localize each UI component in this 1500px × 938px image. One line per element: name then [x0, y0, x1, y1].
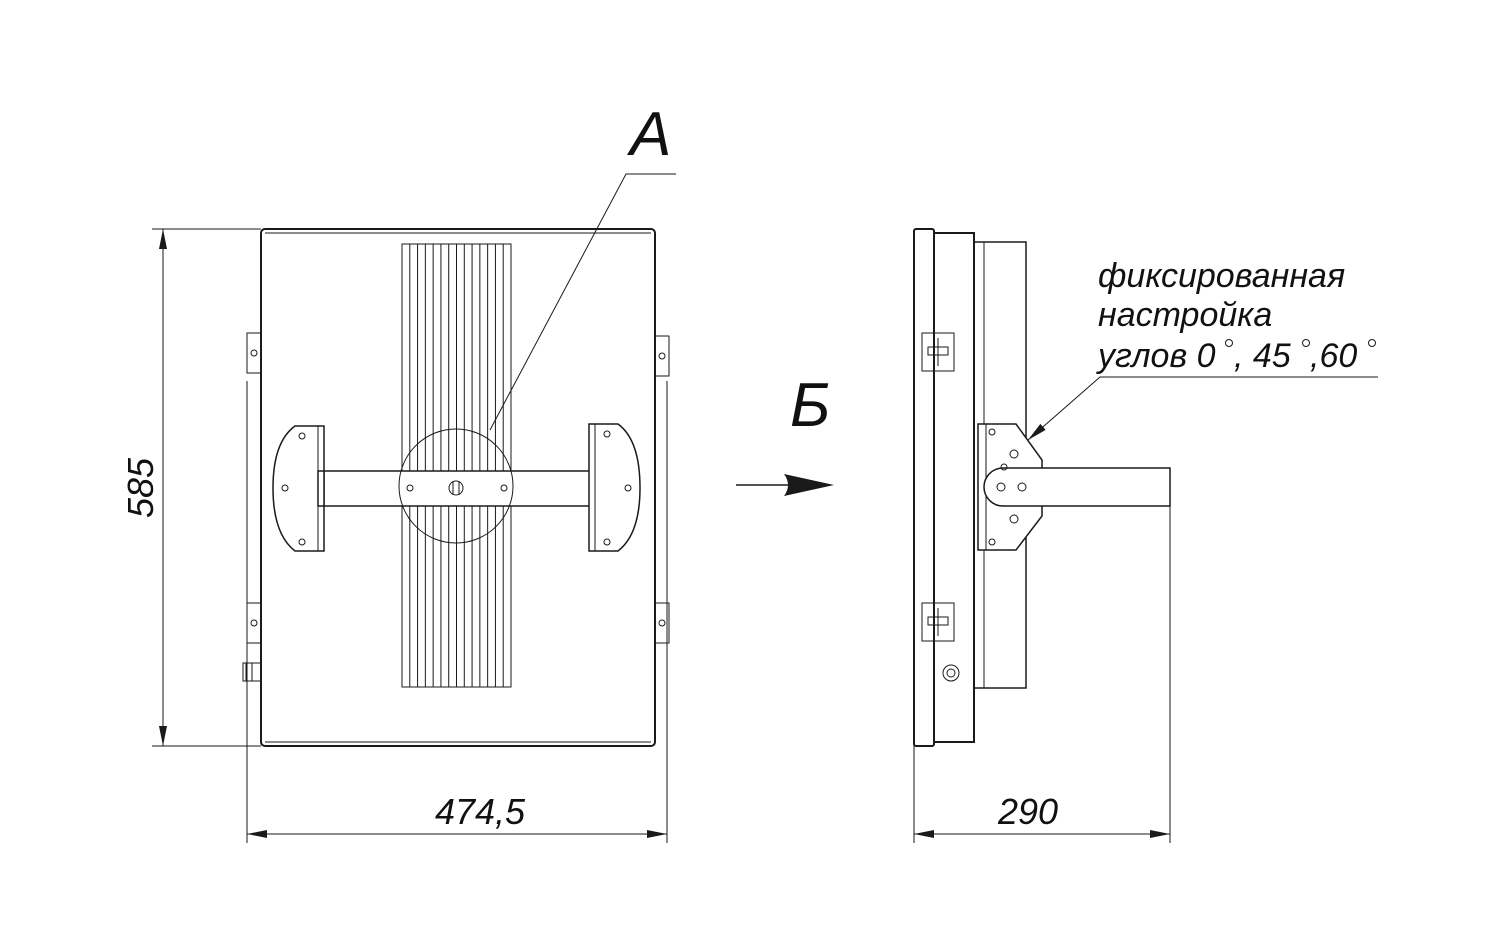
note-line-3-mid1: , 45 [1234, 337, 1291, 375]
detail-a-label: А [626, 100, 671, 169]
side-gland [942, 664, 960, 682]
front-view: А [242, 100, 676, 747]
note-line-3-prefix: углов 0 [1096, 337, 1216, 375]
cable-gland [242, 662, 262, 682]
side-bracket-left-bottom [246, 602, 262, 644]
front-housing [260, 228, 656, 747]
depth-dimension: 290 [913, 506, 1171, 843]
mounting-bar [317, 470, 596, 507]
side-bracket-right-top [654, 335, 670, 377]
height-dimension-value: 585 [120, 457, 161, 518]
note-line-3: углов 0 [1096, 337, 1216, 375]
view-b-indicator: Б [736, 371, 834, 496]
mounting-arm [983, 449, 1171, 524]
depth-dimension-value: 290 [997, 791, 1058, 832]
side-view: фиксированная настройка углов 0 , 45 ,60 [913, 228, 1378, 747]
mounting-plate-right [588, 423, 641, 552]
note-line-3-mid2: ,60 [1310, 337, 1357, 375]
width-dimension: 474,5 [246, 381, 668, 843]
detail-a-leader [489, 173, 676, 431]
side-latch-top [921, 332, 955, 372]
angle-note: фиксированная настройка углов 0 , 45 ,60 [1096, 257, 1376, 375]
side-bracket-right-bottom [654, 602, 670, 644]
degree-mark-3 [1368, 339, 1376, 347]
note-leader [1027, 376, 1378, 441]
mounting-plate-left [272, 425, 325, 552]
height-dimension: 585 [120, 228, 261, 747]
note-line-2: настройка [1098, 296, 1272, 334]
width-dimension-value: 474,5 [435, 791, 526, 832]
heat-sink-fins [401, 243, 512, 688]
note-line-1: фиксированная [1098, 257, 1345, 295]
view-b-label: Б [790, 371, 830, 440]
side-bracket-left-top [246, 332, 262, 374]
detail-a-circle [398, 428, 514, 544]
side-latch-bottom [921, 602, 955, 642]
side-front-frame [913, 228, 935, 747]
degree-mark-2 [1302, 339, 1310, 347]
degree-mark-1 [1225, 339, 1233, 347]
